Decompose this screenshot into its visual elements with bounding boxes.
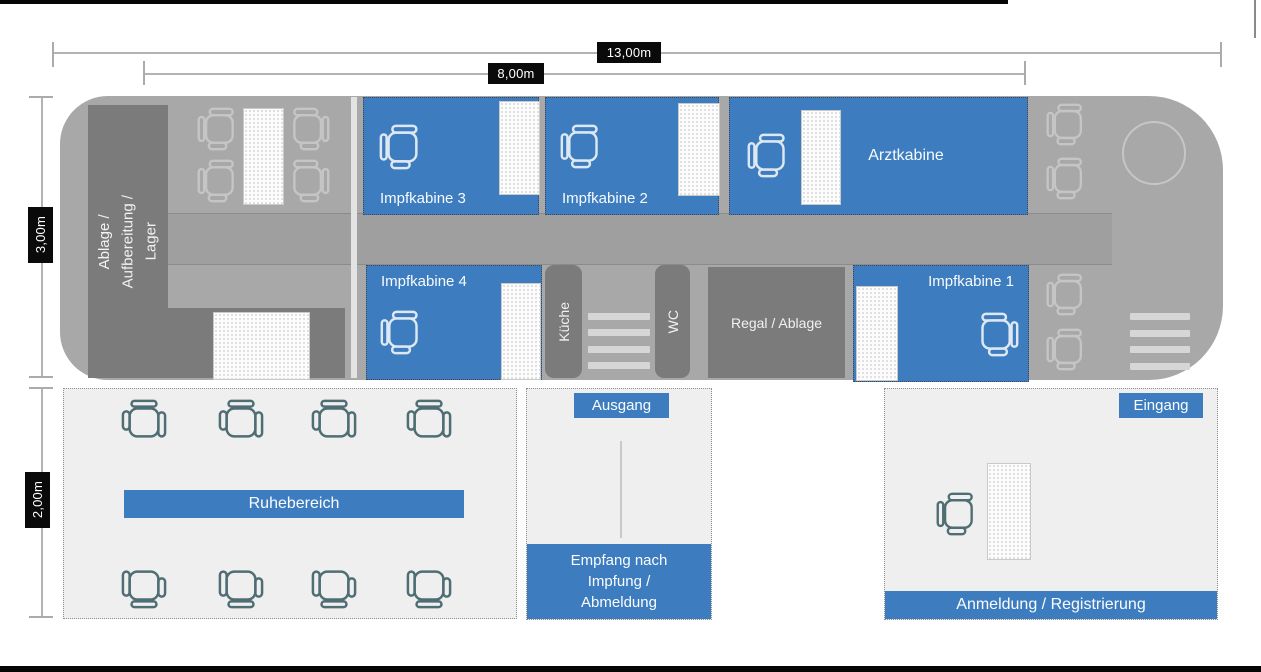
bottom-frame-bar — [0, 666, 1261, 672]
chair-icon — [218, 398, 264, 444]
chair-icon — [287, 107, 331, 151]
path-line — [620, 441, 622, 538]
room-impfkabine-2: Impfkabine 2 — [545, 97, 720, 215]
dimension-value: 3,00m — [33, 216, 48, 254]
dimension-tick — [29, 96, 53, 98]
chair-icon — [311, 564, 357, 610]
area-eingang: Eingang Anmeldung / Registrierung — [884, 388, 1218, 620]
chair-icon — [975, 312, 1020, 357]
dimension-tick — [143, 61, 145, 85]
room-label: Impfkabine 2 — [562, 190, 648, 207]
chair-icon — [1045, 103, 1088, 146]
room-label: Impfkabine 1 — [928, 273, 1014, 290]
dimension-tick — [52, 42, 54, 67]
chair-icon — [287, 159, 331, 203]
chair-icon — [406, 398, 452, 444]
table-icon — [213, 312, 310, 380]
corridor — [168, 213, 1112, 265]
dimension-value: 2,00m — [30, 481, 45, 519]
chair-icon — [1045, 328, 1088, 371]
dimension-tick — [1220, 42, 1222, 67]
room-impfkabine-1: Impfkabine 1 — [853, 265, 1029, 382]
room-impfkabine-3: Impfkabine 3 — [363, 97, 540, 215]
chair-icon — [406, 564, 452, 610]
reception-label: Empfang nach Impfung / Abmeldung — [527, 544, 711, 619]
storage-room: Ablage / Aufbereitung / Lager — [88, 105, 168, 378]
table-icon — [499, 101, 540, 195]
chair-icon — [196, 107, 240, 151]
rest-area-label: Ruhebereich — [124, 490, 464, 518]
chair-icon — [1045, 157, 1088, 200]
door-divider — [351, 97, 357, 378]
table-icon — [678, 103, 720, 196]
dimension-value: 8,00m — [497, 66, 535, 81]
room-label: Impfkabine 3 — [380, 190, 466, 207]
chair-icon — [559, 124, 604, 169]
round-table-icon — [1122, 121, 1186, 185]
registration-label: Anmeldung / Registrierung — [885, 591, 1217, 619]
room-arztkabine: Arztkabine — [729, 97, 1028, 215]
bus-body: Ablage / Aufbereitung / Lager Impfkabine… — [60, 96, 1223, 382]
chair-icon — [935, 492, 979, 536]
table-icon — [987, 463, 1031, 560]
dimension-label-2m: 2,00m — [25, 472, 50, 528]
stairs-icon — [588, 313, 650, 369]
table-icon — [801, 110, 841, 205]
chair-icon — [378, 124, 424, 170]
dimension-tick — [29, 387, 53, 389]
room-label: WC — [664, 309, 681, 334]
chair-icon — [1045, 273, 1088, 316]
chair-icon — [121, 564, 167, 610]
dimension-label-8m: 8,00m — [488, 63, 544, 84]
room-regal-ablage: Regal / Ablage — [708, 267, 845, 378]
area-ausgang: Ausgang Empfang nach Impfung / Abmeldung — [526, 388, 712, 620]
chair-icon — [311, 398, 357, 444]
stairs-icon — [1130, 313, 1190, 370]
storage-room-label: Ablage / Aufbereitung / Lager — [96, 194, 160, 289]
room-wc: WC — [655, 265, 690, 378]
room-kueche: Küche — [545, 265, 582, 378]
dimension-value: 13,00m — [606, 45, 652, 60]
dimension-line-8m — [143, 73, 1026, 75]
room-impfkabine-4: Impfkabine 4 — [366, 265, 542, 380]
dimension-tick — [29, 376, 53, 378]
exit-label: Ausgang — [574, 393, 669, 418]
table-icon — [243, 108, 284, 205]
room-label: Küche — [555, 301, 572, 342]
dimension-tick — [1024, 61, 1026, 85]
dimension-label-3m: 3,00m — [28, 207, 53, 263]
entrance-label: Eingang — [1119, 393, 1203, 418]
dimension-tick — [29, 616, 53, 618]
top-frame-bar — [0, 0, 1008, 4]
dimension-label-13m: 13,00m — [597, 42, 661, 63]
room-label: Impfkabine 4 — [381, 273, 467, 290]
chair-icon — [196, 159, 240, 203]
room-label: Arztkabine — [868, 147, 944, 164]
room-label: Regal / Ablage — [730, 314, 823, 331]
right-frame-tick — [1254, 0, 1256, 38]
chair-icon — [121, 398, 167, 444]
area-ruhebereich: Ruhebereich — [63, 388, 517, 619]
table-icon — [501, 283, 541, 380]
table-icon — [856, 286, 898, 381]
chair-icon — [218, 564, 264, 610]
chair-icon — [379, 310, 424, 355]
